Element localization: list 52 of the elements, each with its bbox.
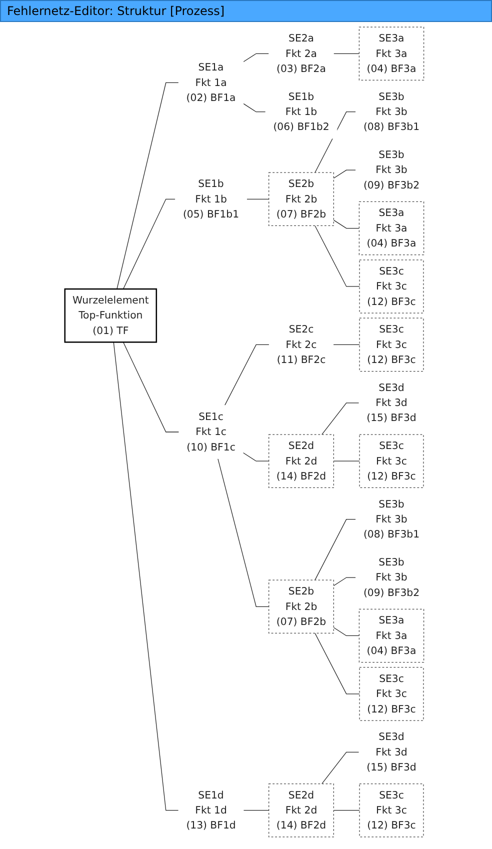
node-box: SE3c Fkt 3c (12) BF3c bbox=[359, 667, 424, 721]
connector bbox=[322, 402, 360, 435]
node-box: SE3c Fkt 3c (12) BF3c bbox=[359, 783, 424, 838]
connector bbox=[332, 344, 360, 345]
node-box: SE3a Fkt 3a (04) BF3a bbox=[358, 608, 424, 663]
node-box: SE3a Fkt 3a (04) BF3a bbox=[358, 26, 424, 81]
connector bbox=[116, 82, 180, 290]
connector bbox=[333, 810, 360, 811]
connector bbox=[314, 632, 360, 694]
connector bbox=[242, 103, 266, 112]
node-text: SE1c Fkt 1c (10) BF1c bbox=[186, 410, 236, 453]
connector bbox=[314, 112, 356, 173]
connector bbox=[333, 220, 360, 229]
connector bbox=[333, 53, 360, 54]
connector bbox=[314, 225, 360, 287]
node-box: SE3c Fkt 3c (12) BF3c bbox=[359, 260, 424, 314]
node-text: SE1b Fkt 1b (05) BF1b1 bbox=[182, 178, 240, 220]
node-text: SE3b Fkt 3b (09) BF3b2 bbox=[363, 148, 420, 191]
connector bbox=[333, 170, 356, 179]
node-box: SE3c Fkt 3c (12) BF3c bbox=[359, 318, 424, 372]
connector bbox=[333, 460, 360, 462]
connector bbox=[242, 53, 270, 62]
connector bbox=[224, 344, 270, 406]
node-box: SE3a Fkt 3a (04) BF3a bbox=[358, 201, 424, 256]
connector bbox=[242, 452, 270, 462]
node-text: SE2a Fkt 2a (03) BF2a bbox=[276, 32, 326, 75]
connector bbox=[333, 627, 360, 636]
node-text: SE1b Fkt 1b (06) BF1b2 bbox=[273, 90, 330, 133]
node-text: SE2c Fkt 2c (11) BF2c bbox=[276, 323, 326, 366]
connector bbox=[218, 458, 270, 607]
node-text: SE1a Fkt 1a (02) BF1a bbox=[186, 61, 236, 104]
node-box: SE2b Fkt 2b (07) BF2b bbox=[268, 172, 334, 226]
connector bbox=[243, 810, 270, 811]
connector bbox=[113, 342, 179, 811]
node-text: SE3d Fkt 3d (15) BF3d bbox=[366, 381, 416, 424]
node-box: SE2d Fkt 2d (14) BF2d bbox=[268, 783, 334, 838]
node-box: Wurzelelement Top-Funktion (01) TF bbox=[64, 288, 158, 343]
node-box: SE2d Fkt 2d (14) BF2d bbox=[268, 434, 334, 488]
connector bbox=[333, 577, 356, 586]
node-text: SE3d Fkt 3d (15) BF3d bbox=[366, 730, 416, 774]
connector bbox=[122, 342, 180, 432]
node-box: SE3c Fkt 3c (12) BF3c bbox=[359, 434, 424, 488]
node-text: SE3b Fkt 3b (09) BF3b2 bbox=[363, 556, 420, 598]
connector bbox=[314, 519, 356, 580]
connector bbox=[322, 752, 360, 784]
node-text: SE1d Fkt 1d (13) BF1d bbox=[186, 788, 236, 832]
connector bbox=[122, 198, 176, 290]
node-text: SE3b Fkt 3b (08) BF3b1 bbox=[363, 90, 420, 133]
window-title: Fehlernetz-Editor: Struktur [Prozess] bbox=[0, 0, 492, 22]
node-text: SE3b Fkt 3b (08) BF3b1 bbox=[363, 498, 420, 540]
node-box: SE2b Fkt 2b (07) BF2b bbox=[268, 580, 334, 634]
connector bbox=[246, 198, 270, 200]
